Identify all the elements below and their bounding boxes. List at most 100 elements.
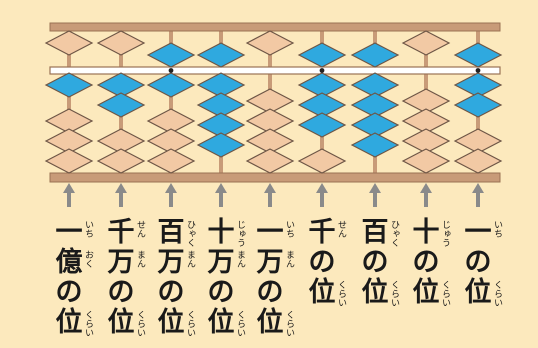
place-label-char: 位 bbox=[256, 307, 284, 338]
abacus-bead bbox=[401, 88, 451, 114]
up-arrow bbox=[219, 191, 223, 207]
up-arrow-head bbox=[115, 183, 127, 193]
furigana: せん bbox=[336, 220, 346, 238]
abacus-bead bbox=[401, 148, 451, 174]
up-arrow bbox=[320, 191, 324, 207]
abacus-bead-active bbox=[297, 72, 347, 98]
place-label-char: 万 bbox=[207, 247, 235, 278]
furigana: くらい bbox=[135, 310, 145, 337]
up-arrow-head bbox=[369, 183, 381, 193]
abacus-bead-active bbox=[453, 92, 503, 118]
abacus-bead-active bbox=[196, 112, 246, 138]
abacus-top-frame bbox=[49, 22, 501, 32]
place-label-char: の bbox=[107, 277, 135, 308]
place-label-char: 万 bbox=[256, 247, 284, 278]
place-label-char: の bbox=[157, 277, 185, 308]
abacus-bead bbox=[245, 88, 295, 114]
abacus-bead bbox=[401, 128, 451, 154]
up-arrow bbox=[119, 191, 123, 207]
place-label-column: 百ひゃく万まんの位くらい bbox=[156, 218, 204, 348]
place-label-char: 一 bbox=[464, 217, 492, 248]
furigana: ひゃく bbox=[389, 220, 399, 247]
furigana: おく bbox=[83, 250, 93, 268]
place-label-char: 万 bbox=[157, 247, 185, 278]
abacus-bead bbox=[297, 148, 347, 174]
furigana: くらい bbox=[235, 310, 245, 337]
abacus-bead bbox=[96, 128, 146, 154]
abacus-bead-active bbox=[350, 42, 400, 68]
place-label-char: 位 bbox=[464, 277, 492, 308]
place-label-char: 万 bbox=[107, 247, 135, 278]
place-label-char: の bbox=[55, 277, 83, 308]
abacus-bead-active bbox=[453, 42, 503, 68]
furigana: まん bbox=[284, 250, 294, 268]
place-label-char: 一 bbox=[256, 217, 284, 248]
furigana: まん bbox=[135, 250, 145, 268]
up-arrow-head bbox=[316, 183, 328, 193]
furigana: じゅう bbox=[235, 220, 245, 247]
abacus-bead-active bbox=[350, 92, 400, 118]
abacus-bead bbox=[44, 30, 94, 56]
abacus-bottom-frame bbox=[49, 172, 501, 183]
furigana: くらい bbox=[440, 280, 450, 307]
abacus-bead bbox=[44, 108, 94, 134]
up-arrow bbox=[373, 191, 377, 207]
up-arrow-head bbox=[472, 183, 484, 193]
furigana: せん bbox=[135, 220, 145, 238]
abacus-bead-active bbox=[297, 42, 347, 68]
unit-dot bbox=[475, 68, 481, 73]
abacus-bead bbox=[401, 30, 451, 56]
place-label-char: 億 bbox=[55, 247, 83, 278]
abacus-bead-active bbox=[196, 132, 246, 158]
furigana: くらい bbox=[389, 280, 399, 307]
abacus-bead-active bbox=[96, 92, 146, 118]
place-label-column: 一いちの位くらい bbox=[463, 218, 511, 348]
abacus-rod bbox=[169, 28, 173, 178]
furigana: くらい bbox=[336, 280, 346, 307]
abacus-beam bbox=[49, 66, 501, 75]
place-label-char: 十 bbox=[207, 217, 235, 248]
abacus-bead-active bbox=[96, 72, 146, 98]
abacus-rod bbox=[67, 28, 71, 178]
abacus-bead-active bbox=[196, 92, 246, 118]
place-label-column: 一いち万まんの位くらい bbox=[255, 218, 303, 348]
abacus-bead bbox=[245, 30, 295, 56]
place-label-char: 千 bbox=[308, 217, 336, 248]
furigana: じゅう bbox=[440, 220, 450, 247]
abacus-bead-active bbox=[44, 72, 94, 98]
up-arrow-head bbox=[215, 183, 227, 193]
place-label-column: 百ひゃくの位くらい bbox=[360, 218, 408, 348]
place-label-char: 位 bbox=[107, 307, 135, 338]
furigana: くらい bbox=[185, 310, 195, 337]
furigana: くらい bbox=[284, 310, 294, 337]
abacus-bead bbox=[44, 128, 94, 154]
up-arrow-head bbox=[264, 183, 276, 193]
abacus-bead bbox=[146, 148, 196, 174]
place-label-char: の bbox=[308, 247, 336, 278]
place-label-column: 千せんの位くらい bbox=[307, 218, 355, 348]
abacus-bead bbox=[44, 148, 94, 174]
unit-dot bbox=[168, 68, 174, 73]
up-arrow bbox=[268, 191, 272, 207]
place-label-char: 十 bbox=[412, 217, 440, 248]
up-arrow bbox=[67, 191, 71, 207]
place-label-char: の bbox=[412, 247, 440, 278]
up-arrow bbox=[476, 191, 480, 207]
up-arrow bbox=[169, 191, 173, 207]
abacus-bead bbox=[245, 108, 295, 134]
furigana: くらい bbox=[83, 310, 93, 337]
furigana: まん bbox=[235, 250, 245, 268]
furigana: ひゃく bbox=[185, 220, 195, 247]
abacus-bead-active bbox=[196, 72, 246, 98]
abacus-bead-active bbox=[146, 42, 196, 68]
place-label-char: 一 bbox=[55, 217, 83, 248]
place-label-column: 十じゅうの位くらい bbox=[411, 218, 459, 348]
abacus-bead-active bbox=[350, 112, 400, 138]
place-label-char: 位 bbox=[308, 277, 336, 308]
furigana: まん bbox=[185, 250, 195, 268]
abacus-bead bbox=[96, 30, 146, 56]
place-label-char: の bbox=[207, 277, 235, 308]
up-arrow bbox=[424, 191, 428, 207]
abacus-bead bbox=[245, 148, 295, 174]
